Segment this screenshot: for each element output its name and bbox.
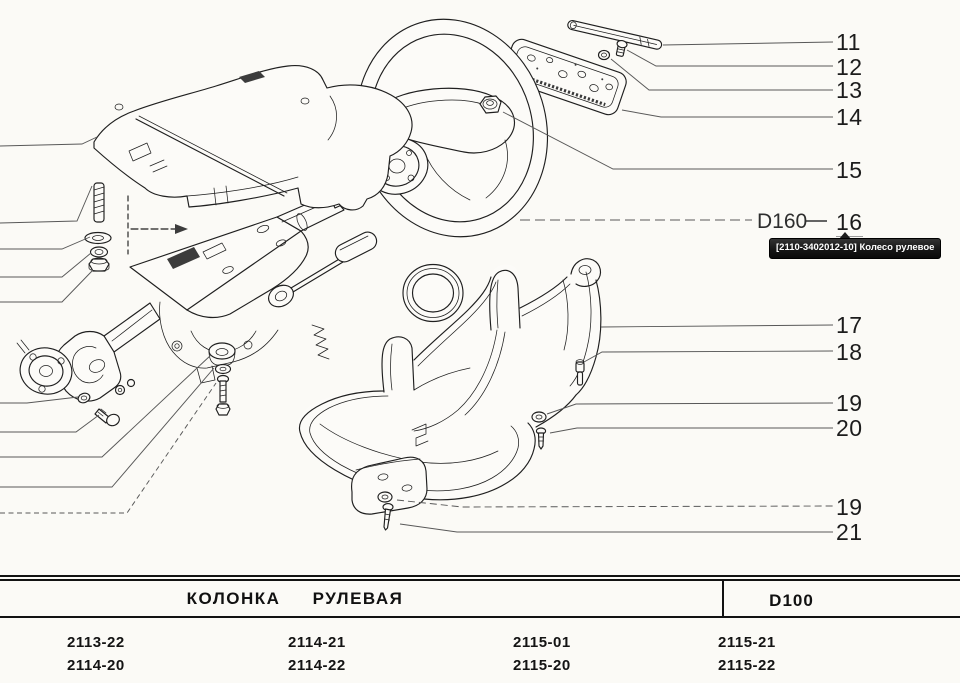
callout-19[interactable]: 19 (836, 390, 863, 416)
screw-12-drawing (615, 39, 628, 57)
wheel-nut-drawing (479, 95, 502, 114)
table-title: КОЛОНКА РУЛЕВАЯ (186, 589, 404, 608)
grommet-stack-drawing (208, 342, 236, 416)
model-cell: 2114-20 (67, 657, 125, 674)
diameter-label: D160 (757, 210, 808, 233)
lower-shroud-drawing (297, 257, 602, 515)
seal-ring-drawing (402, 263, 464, 323)
model-cell: 2115-21 (718, 634, 776, 651)
model-cell: 2114-21 (288, 634, 346, 651)
retainer-rod-drawing (567, 19, 663, 50)
callout-16[interactable]: 16 (836, 209, 863, 237)
tooltip-arrow (839, 232, 851, 239)
washer-13-drawing (597, 49, 611, 61)
callout-14[interactable]: 14 (836, 104, 863, 130)
table-header-border (0, 616, 960, 618)
table-column-divider (722, 581, 724, 616)
model-cell: 2115-22 (718, 657, 776, 674)
callout-17[interactable]: 17 (836, 312, 863, 338)
callout-15[interactable]: 15 (836, 157, 863, 183)
upper-shroud-drawing (93, 65, 413, 211)
steering-column-drawing (16, 174, 378, 402)
callout-13[interactable]: 13 (836, 77, 863, 103)
callout-11[interactable]: 11 (836, 29, 861, 55)
screw-21-drawing (382, 503, 394, 531)
part-tooltip: [2110-3402012-10] Колесо рулевое (769, 238, 942, 259)
callout-20[interactable]: 20 (836, 415, 863, 441)
stud-and-washers-drawing (84, 182, 112, 272)
table-code: D100 (769, 591, 814, 610)
model-cell: 2115-01 (513, 634, 571, 651)
model-cell: 2113-22 (67, 634, 125, 651)
model-cell: 2115-20 (513, 657, 571, 674)
screw-18-drawing (575, 359, 585, 386)
table-top-border (0, 575, 960, 581)
leader-lines (0, 41, 834, 533)
model-cell: 2114-22 (288, 657, 346, 674)
callout-12[interactable]: 12 (836, 54, 863, 80)
uj-washer-bolt-drawing (77, 392, 120, 427)
callout-21[interactable]: 21 (836, 519, 863, 545)
callout-19b[interactable]: 19 (836, 494, 863, 520)
screw-20-drawing (535, 427, 547, 450)
washer-19b-drawing (377, 491, 393, 503)
direction-arrow (127, 195, 188, 255)
callout-18[interactable]: 18 (836, 339, 863, 365)
washer-19-drawing (531, 411, 547, 423)
